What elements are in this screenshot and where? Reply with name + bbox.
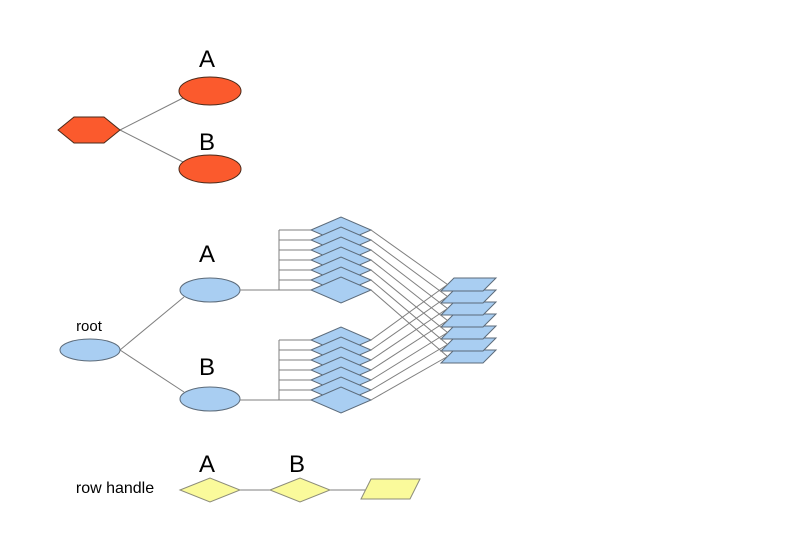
- blue-tree-group: root A B: [59, 216, 498, 414]
- branch-a-bus: [240, 229, 311, 291]
- blue-label-b: B: [199, 354, 215, 381]
- row-handle-label-b: B: [289, 451, 305, 478]
- blue-node-a: [179, 277, 241, 303]
- root-node: [59, 338, 121, 362]
- connector-line: [370, 284, 448, 341]
- result-sheet: [439, 349, 498, 364]
- branch-b-bus: [240, 339, 311, 401]
- result-sheet: [439, 325, 498, 340]
- connector-line: [370, 259, 448, 321]
- blue-node-b: [179, 386, 241, 412]
- connector-line: [370, 229, 448, 285]
- result-sheet-stack: [439, 277, 498, 364]
- connector-line: [370, 269, 448, 333]
- connector-line: [370, 249, 448, 309]
- connector-line: [370, 332, 448, 381]
- result-sheet: [439, 337, 498, 352]
- blue-label-a: A: [199, 241, 215, 268]
- connector-line: [370, 356, 448, 401]
- yellow-sheet: [360, 478, 421, 500]
- orange-tree-group: A B: [57, 46, 242, 184]
- row-handle-label: row handle: [76, 480, 154, 497]
- edge-hexagon-to-a: [119, 97, 184, 131]
- row-handle-group: row handle A B: [76, 451, 421, 503]
- connector-line: [370, 296, 448, 351]
- branch-b-diamond-stack: [309, 326, 373, 414]
- edge-root-to-b: [119, 349, 185, 393]
- root-label: root: [76, 318, 103, 335]
- result-sheet: [439, 313, 498, 328]
- edge-root-to-a: [119, 296, 185, 351]
- connectors-b-to-result: [370, 284, 448, 401]
- hexagon-root-node: [57, 116, 121, 144]
- orange-node-a: [178, 76, 242, 106]
- orange-label-b: B: [199, 129, 215, 156]
- connector-line: [370, 308, 448, 361]
- yellow-diamond-a: [178, 477, 242, 503]
- result-sheet: [439, 277, 498, 292]
- row-handle-label-a: A: [199, 451, 215, 478]
- result-sheet: [439, 289, 498, 304]
- branch-a-diamond-stack: [309, 216, 373, 304]
- orange-node-b: [178, 154, 242, 184]
- yellow-diamond-b: [268, 477, 332, 503]
- connector-line: [370, 320, 448, 371]
- edge-hexagon-to-b: [119, 129, 184, 163]
- orange-label-a: A: [199, 46, 215, 73]
- connector-line: [370, 344, 448, 391]
- result-sheet: [439, 301, 498, 316]
- connector-line: [370, 239, 448, 297]
